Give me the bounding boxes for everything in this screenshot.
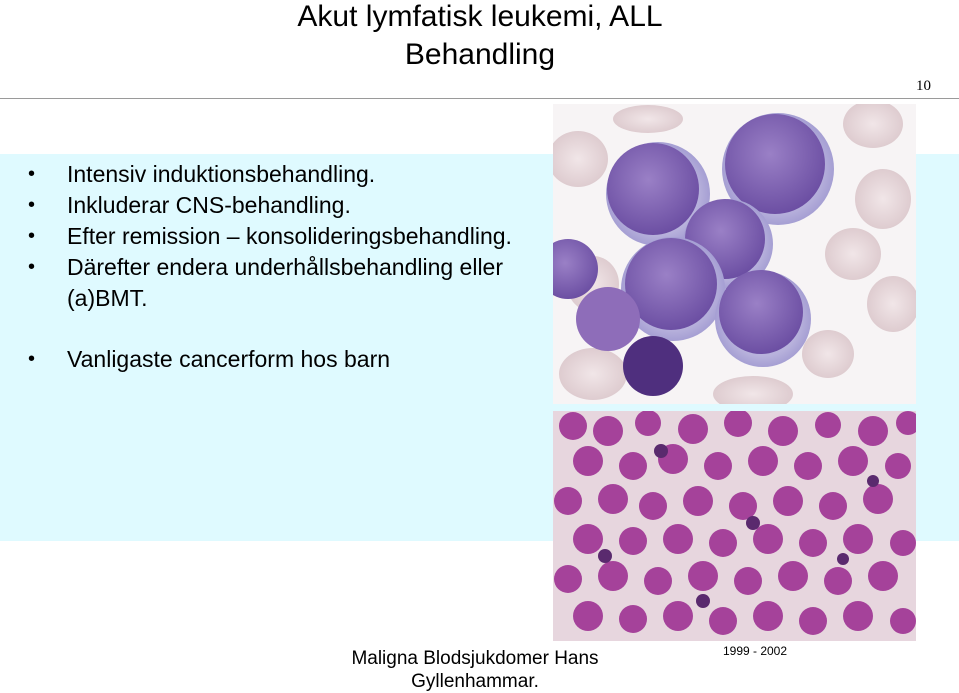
- bullet-icon: •: [28, 225, 36, 247]
- micrograph-top-svg: [553, 104, 916, 404]
- micrograph-top-image: [553, 104, 916, 404]
- bullet-icon: •: [28, 194, 36, 216]
- footer-years: 1999 - 2002: [722, 644, 788, 658]
- slide-title-line-2: Behandling: [404, 38, 556, 71]
- bullet-text: Vanligaste cancerform hos barn: [67, 346, 391, 372]
- slide-title: Akut lymfatisk leukemi, ALL Behandling: [230, 0, 730, 74]
- bullet-text: Därefter endera underhållsbehandling ell…: [67, 254, 504, 311]
- bullet-item: • Efter remission – konsolideringsbehand…: [24, 221, 544, 252]
- bullet-text: Efter remission – konsolideringsbehandli…: [67, 223, 512, 249]
- micrograph-bottom-svg: [553, 411, 916, 641]
- slide-title-line-1: Akut lymfatisk leukemi, ALL: [297, 0, 663, 33]
- bullet-item: • Intensiv induktionsbehandling.: [24, 159, 544, 190]
- header-divider: [0, 98, 959, 99]
- bullet-text: Intensiv induktionsbehandling.: [67, 161, 376, 187]
- bullet-item: • Inkluderar CNS-behandling.: [24, 190, 544, 221]
- bullet-list: • Intensiv induktionsbehandling. • Inklu…: [24, 159, 544, 375]
- bullet-icon: •: [28, 256, 36, 278]
- bullet-text: Inkluderar CNS-behandling.: [67, 192, 351, 218]
- micrograph-bottom-image: [553, 411, 916, 641]
- footer-credit: Maligna Blodsjukdomer Hans Gyllenhammar.: [351, 648, 599, 692]
- slide-number: 10: [916, 78, 931, 94]
- bullet-icon: •: [28, 163, 36, 185]
- bullet-item: • Vanligaste cancerform hos barn: [24, 344, 544, 375]
- bullet-item: • Därefter endera underhållsbehandling e…: [24, 252, 544, 314]
- bullet-icon: •: [28, 348, 36, 370]
